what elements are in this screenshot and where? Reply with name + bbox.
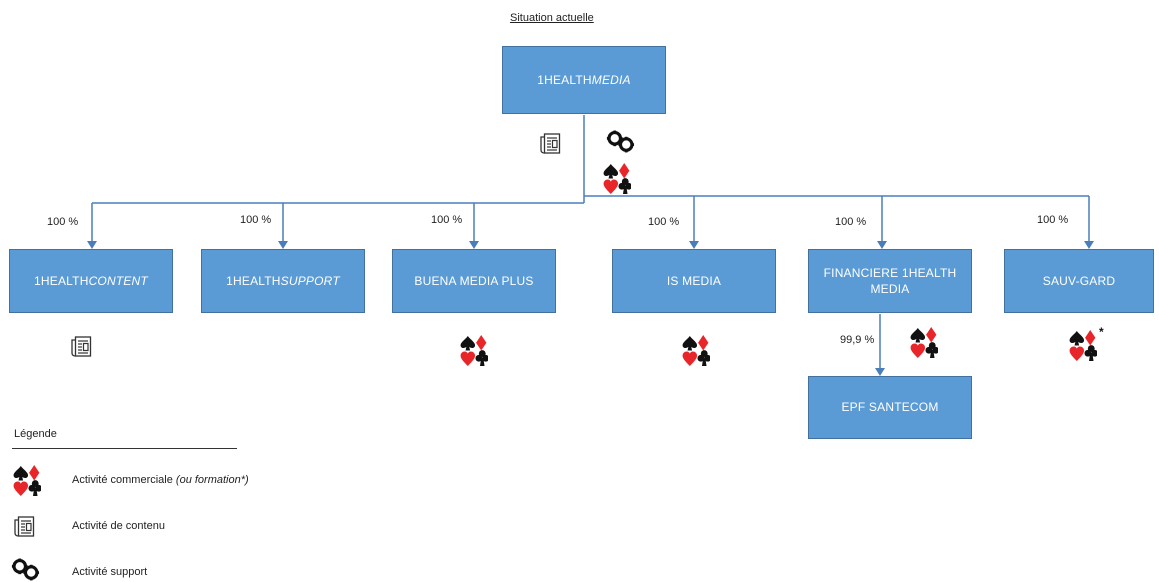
legend-content: Activité de contenu xyxy=(72,520,165,532)
label-is-media: IS MEDIA xyxy=(666,273,722,288)
card-suits-icon xyxy=(1069,330,1097,361)
label-sauv-gard: SAUV-GARD xyxy=(1042,273,1116,288)
box-1healthcontent: 1HEALTHCONTENT xyxy=(9,249,173,313)
label-1healthcontent: 1HEALTHCONTENT xyxy=(34,273,148,288)
root-label: 1HEALTHMEDIA xyxy=(537,72,631,87)
gears-icon xyxy=(606,130,636,154)
newspaper-icon xyxy=(540,133,561,154)
pct-sauv-gard: 100 % xyxy=(1037,214,1069,226)
box-is-media: IS MEDIA xyxy=(612,249,776,313)
box-1healthsupport: 1HEALTHSUPPORT xyxy=(201,249,365,313)
root-box-1healthmedia: 1HEALTHMEDIA xyxy=(502,46,666,114)
label-epf-santecom: EPF SANTECOM xyxy=(841,400,939,415)
card-suits-icon xyxy=(603,163,631,194)
pct-1healthcontent: 100 % xyxy=(47,216,79,228)
pct-1healthsupport: 100 % xyxy=(240,214,272,226)
card-suits-icon xyxy=(460,335,488,366)
gears-icon xyxy=(11,558,41,582)
box-financiere-1health-media: FINANCIERE 1HEALTH MEDIA xyxy=(808,249,972,313)
box-sauv-gard: SAUV-GARD xyxy=(1004,249,1154,313)
newspaper-icon xyxy=(71,336,92,357)
card-suits-icon xyxy=(910,327,938,358)
label-1healthsupport: 1HEALTHSUPPORT xyxy=(226,273,340,288)
pct-financiere-1health-media: 100 % xyxy=(835,216,867,228)
legend-support: Activité support xyxy=(72,566,148,578)
diagram-title: Situation actuelle xyxy=(510,12,594,24)
sauv-gard-footnote-star: * xyxy=(1099,325,1104,339)
legend-divider xyxy=(12,448,237,449)
legend-title: Légende xyxy=(14,428,57,440)
newspaper-icon xyxy=(14,516,35,537)
legend-commercial: Activité commerciale (ou formation*) xyxy=(72,474,249,486)
box-buena-media-plus: BUENA MEDIA PLUS xyxy=(392,249,556,313)
label-financiere-1health-media: FINANCIERE 1HEALTH MEDIA xyxy=(823,265,957,296)
pct-buena-media-plus: 100 % xyxy=(431,214,463,226)
card-suits-icon xyxy=(682,335,710,366)
pct-is-media: 100 % xyxy=(648,216,680,228)
box-epf-santecom: EPF SANTECOM xyxy=(808,376,972,439)
pct-epf-santecom: 99,9 % xyxy=(840,334,875,346)
label-buena-media-plus: BUENA MEDIA PLUS xyxy=(414,273,534,288)
card-suits-icon xyxy=(13,465,41,496)
